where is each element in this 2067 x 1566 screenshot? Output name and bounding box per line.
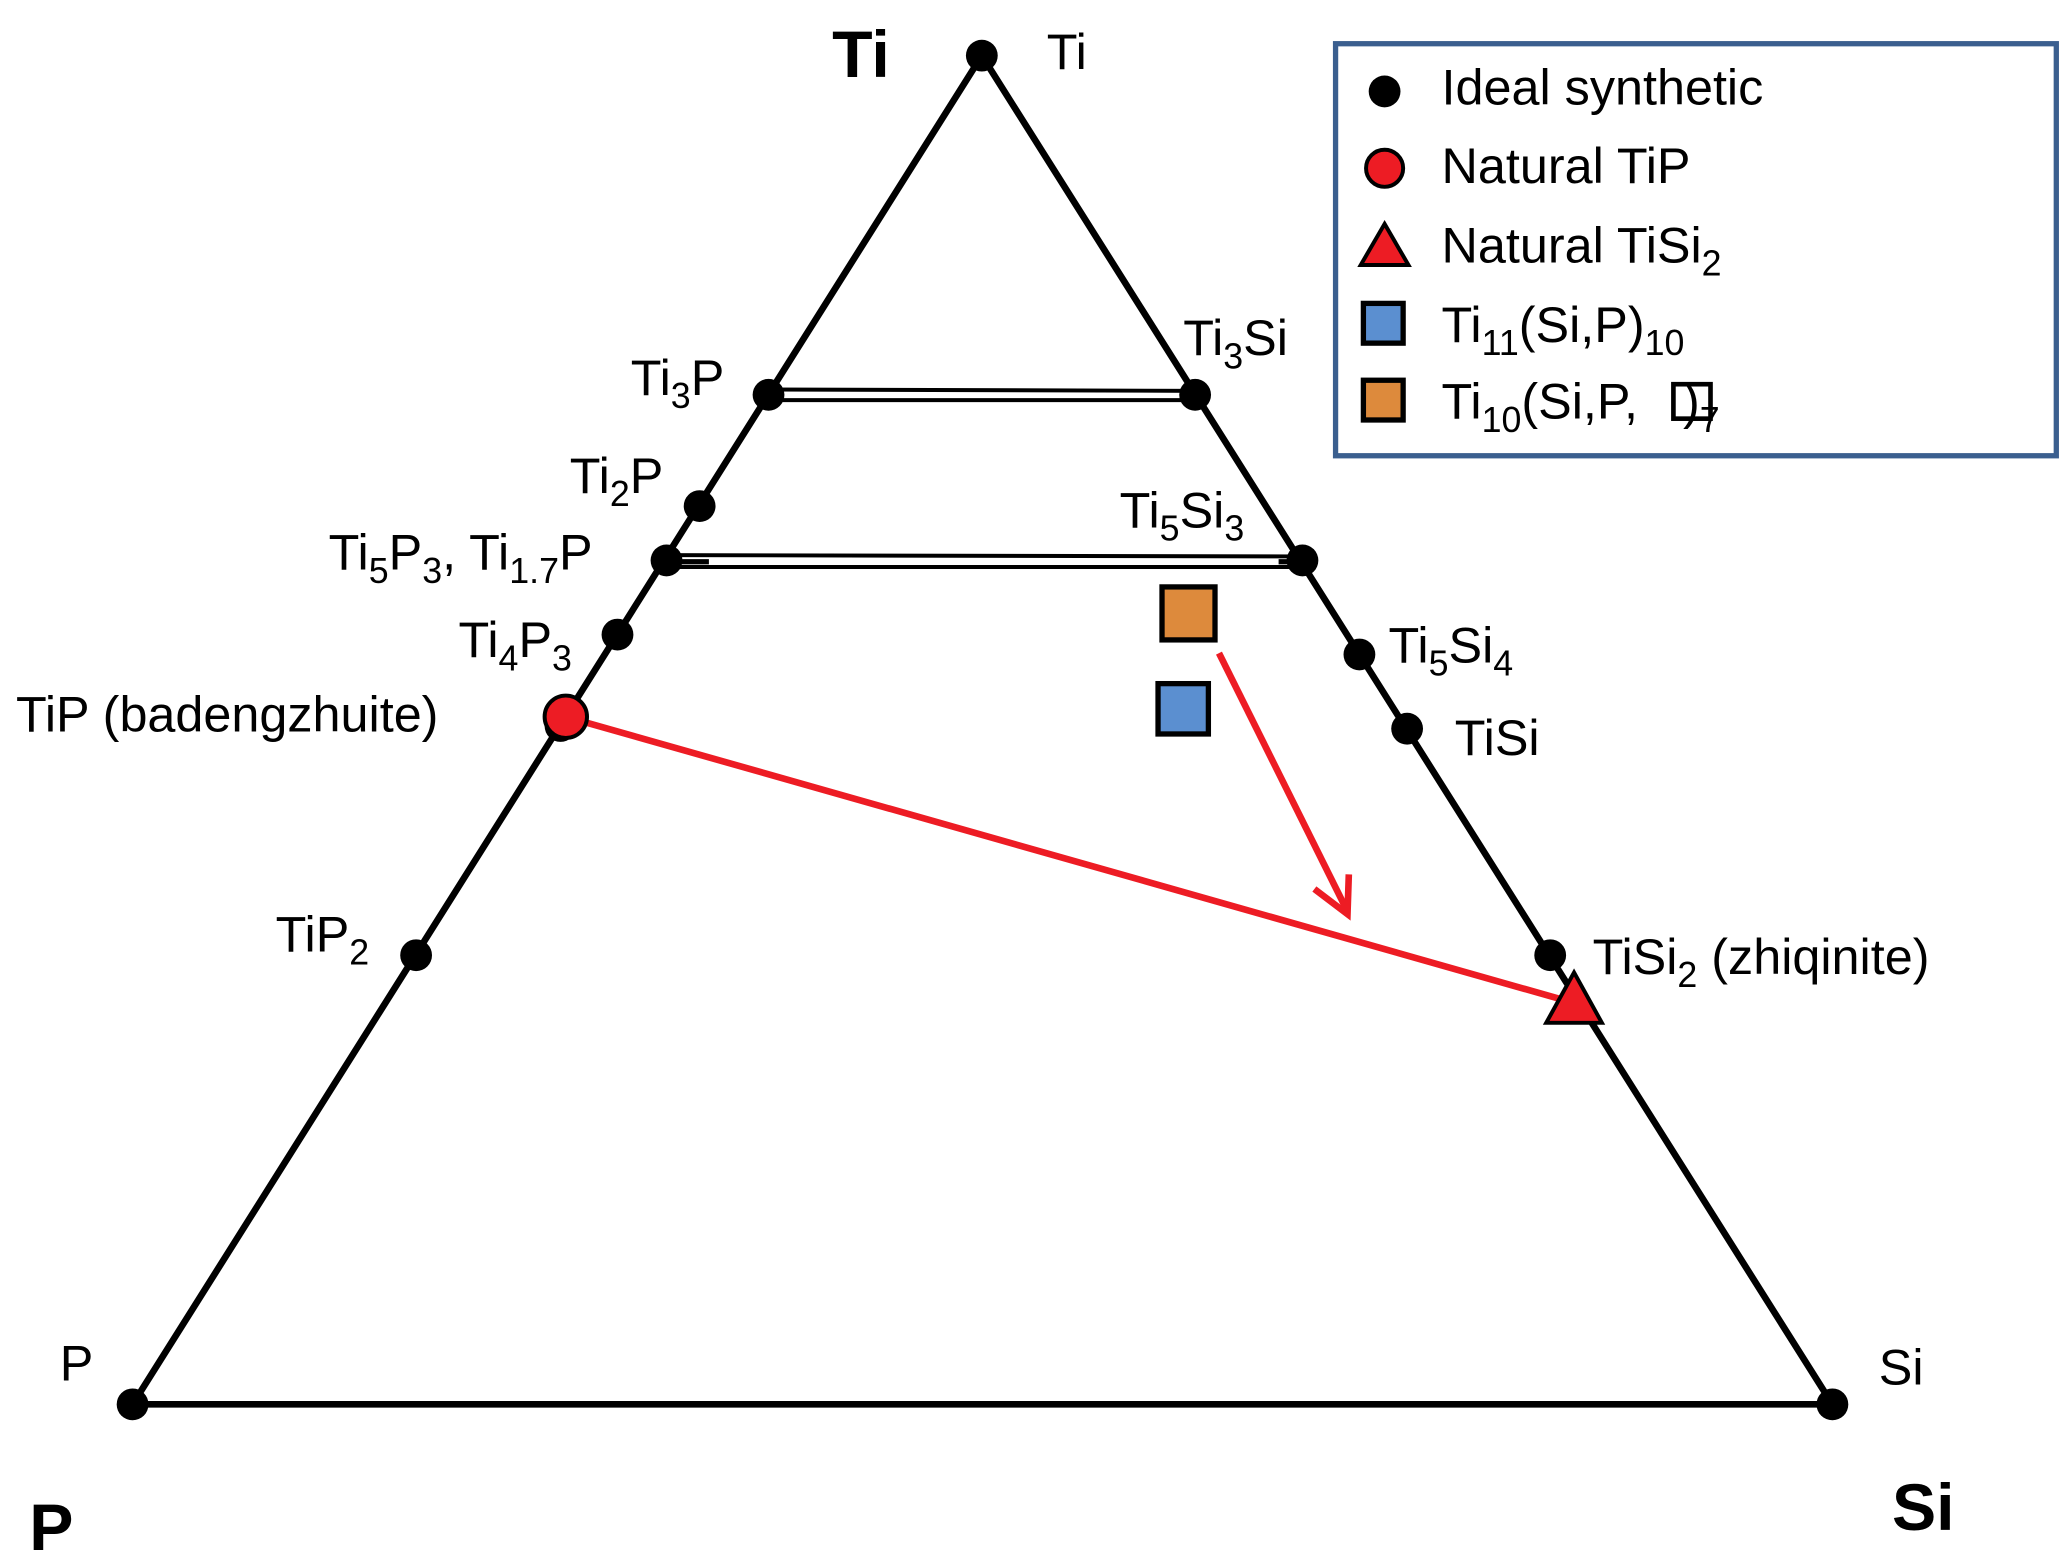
label-tisi: TiSi bbox=[1455, 709, 1540, 766]
point-ti5si4 bbox=[1343, 638, 1376, 671]
point-tisi2 bbox=[1534, 939, 1567, 972]
legend-tisi2-icon bbox=[1357, 219, 1412, 267]
legend-tip-icon bbox=[1364, 147, 1406, 189]
label-ti2p: Ti2P bbox=[570, 447, 664, 514]
point-ti bbox=[965, 39, 998, 72]
label-ti5si4: Ti5Si4 bbox=[1389, 616, 1514, 683]
corner-label-ti: Ti bbox=[832, 18, 890, 92]
point-tip2 bbox=[400, 939, 433, 972]
label-ti5p3: Ti5P3, Ti1.7P bbox=[329, 524, 593, 591]
natural-tip-marker bbox=[542, 693, 590, 740]
legend-tip-label: Natural TiP bbox=[1442, 137, 1691, 194]
legend: Ideal synthetic Natural TiP Natural TiSi… bbox=[1332, 41, 2059, 459]
point-ti3si bbox=[1179, 378, 1212, 411]
reaction-arrow bbox=[1216, 651, 1353, 921]
ti11-marker bbox=[1155, 680, 1212, 737]
legend-ideal-icon bbox=[1368, 75, 1401, 108]
point-ti5p3 bbox=[650, 544, 683, 577]
legend-ti10-icon bbox=[1360, 377, 1406, 423]
point-ti5si3 bbox=[1286, 544, 1319, 577]
point-ti2p bbox=[683, 490, 716, 522]
point-p bbox=[116, 1388, 149, 1421]
point-si bbox=[1816, 1388, 1849, 1421]
vertex-label-ti: Ti bbox=[1047, 23, 1087, 80]
label-ti3si: Ti3Si bbox=[1183, 309, 1288, 376]
label-ti4p3: Ti4P3 bbox=[459, 611, 572, 678]
ti10-marker bbox=[1159, 584, 1218, 643]
corner-label-si: Si bbox=[1892, 1471, 1955, 1545]
label-ti5si3: Ti5Si3 bbox=[1120, 481, 1245, 548]
legend-box bbox=[1332, 41, 2059, 459]
label-ti3p: Ti3P bbox=[631, 349, 725, 416]
natural-tisi2-marker bbox=[1542, 968, 1606, 1025]
point-ti4p3 bbox=[601, 618, 634, 651]
point-tisi bbox=[1391, 712, 1424, 745]
legend-ideal-label: Ideal synthetic bbox=[1442, 59, 1764, 116]
legend-tisi2-label: Natural TiSi2 bbox=[1442, 216, 1722, 283]
legend-ti11-icon bbox=[1360, 300, 1406, 346]
vertex-label-p: P bbox=[60, 1335, 94, 1392]
tie-line-ti5p3-ti5si3 bbox=[666, 553, 1303, 570]
tip-to-tisi2-line bbox=[564, 713, 1575, 1007]
corner-label-p: P bbox=[29, 1491, 73, 1565]
point-ti3p bbox=[752, 378, 785, 411]
label-tip2: TiP2 bbox=[276, 905, 370, 972]
label-tip: TiP (badengzhuite) bbox=[16, 685, 438, 742]
legend-ti11-label: Ti11(Si,P)10 bbox=[1442, 296, 1685, 363]
legend-ti10-label: Ti10(Si,P,)7 bbox=[1442, 373, 1720, 440]
tie-line-ti3p-ti3si bbox=[768, 387, 1196, 403]
vacancy-box-icon bbox=[1671, 381, 1713, 421]
vertex-label-si: Si bbox=[1879, 1338, 1924, 1395]
label-tisi2: TiSi2 (zhiqinite) bbox=[1593, 928, 1930, 995]
